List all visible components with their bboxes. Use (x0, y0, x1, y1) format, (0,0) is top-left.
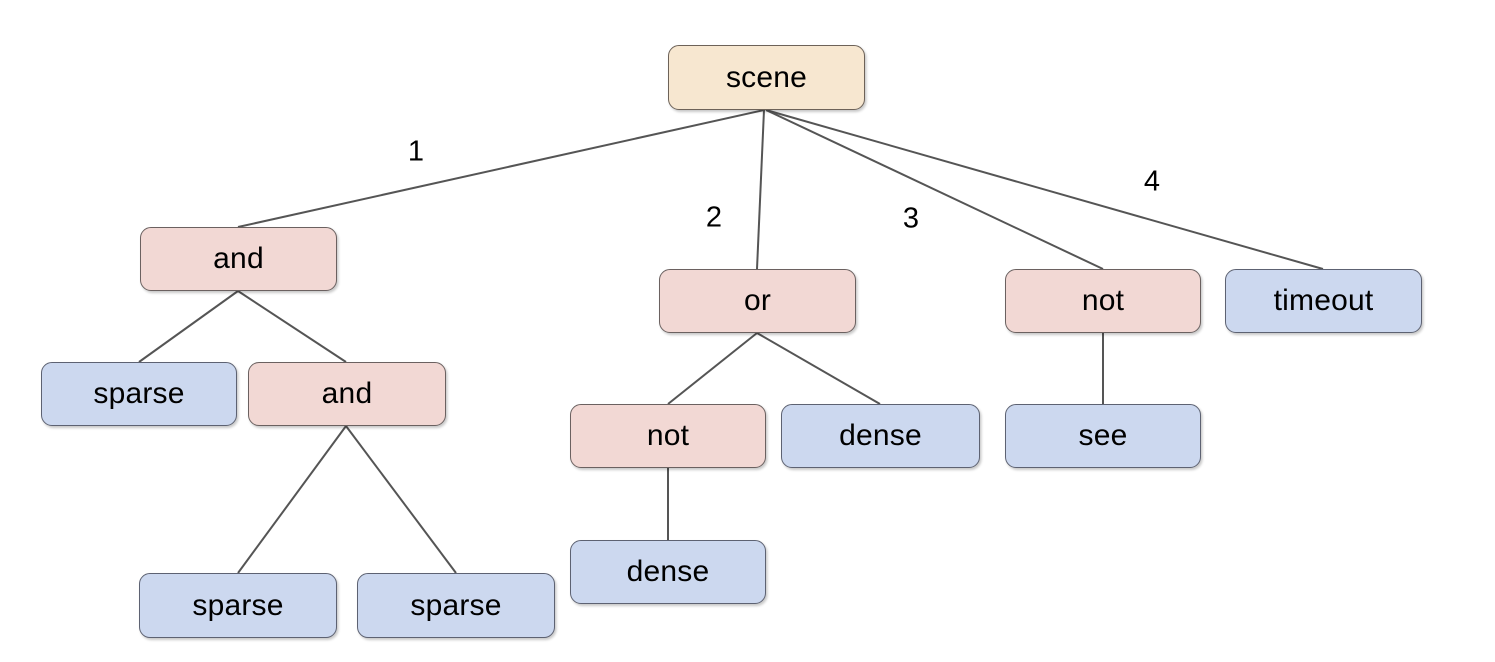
tree-edge-and1-to-and2 (237, 290, 347, 363)
tree-node-scene[interactable]: scene (668, 45, 865, 110)
tree-node-sparse1[interactable]: sparse (41, 362, 237, 426)
tree-node-label: scene (725, 60, 808, 94)
tree-edge-and1-to-sparse1 (138, 290, 239, 363)
tree-edge-or1-to-dense1 (756, 332, 881, 405)
tree-node-dense1[interactable]: dense (781, 404, 980, 468)
tree-edge-scene-to-and1 (237, 109, 765, 228)
tree-node-label: and (321, 377, 373, 410)
tree-edge-scene-to-not1 (765, 109, 1104, 270)
tree-node-label: dense (839, 419, 922, 452)
tree-edge-scene-to-or1 (756, 109, 765, 270)
tree-node-label: not (1081, 284, 1125, 317)
tree-edge-or1-to-not2 (667, 332, 758, 405)
tree-node-or1[interactable]: or (659, 269, 856, 333)
tree-node-label: sparse (192, 588, 284, 622)
tree-node-sparse2[interactable]: sparse (139, 573, 337, 638)
tree-node-dense2[interactable]: dense (570, 540, 766, 604)
tree-node-and2[interactable]: and (248, 362, 446, 426)
edge-label-4: 4 (1143, 165, 1161, 198)
tree-node-label: and (213, 242, 264, 275)
tree-node-see1[interactable]: see (1005, 404, 1201, 468)
tree-node-sparse3[interactable]: sparse (357, 573, 555, 638)
tree-node-label: timeout (1273, 284, 1374, 317)
tree-node-not2[interactable]: not (570, 404, 766, 468)
edge-label-2: 2 (705, 201, 723, 234)
tree-node-label: not (646, 419, 690, 452)
edge-label-1: 1 (407, 135, 425, 168)
tree-edge-and2-to-sparse2 (237, 425, 347, 574)
tree-node-label: see (1078, 419, 1128, 452)
tree-node-label: or (743, 284, 772, 317)
tree-node-label: dense (626, 555, 710, 588)
edge-label-3: 3 (902, 202, 920, 235)
tree-node-timeout1[interactable]: timeout (1225, 269, 1422, 333)
tree-node-label: sparse (93, 377, 185, 410)
tree-node-not1[interactable]: not (1005, 269, 1201, 333)
tree-node-and1[interactable]: and (140, 227, 337, 291)
tree-edge-and2-to-sparse3 (345, 425, 457, 574)
tree-node-label: sparse (410, 588, 502, 622)
tree-edge-scene-to-timeout1 (765, 109, 1324, 270)
